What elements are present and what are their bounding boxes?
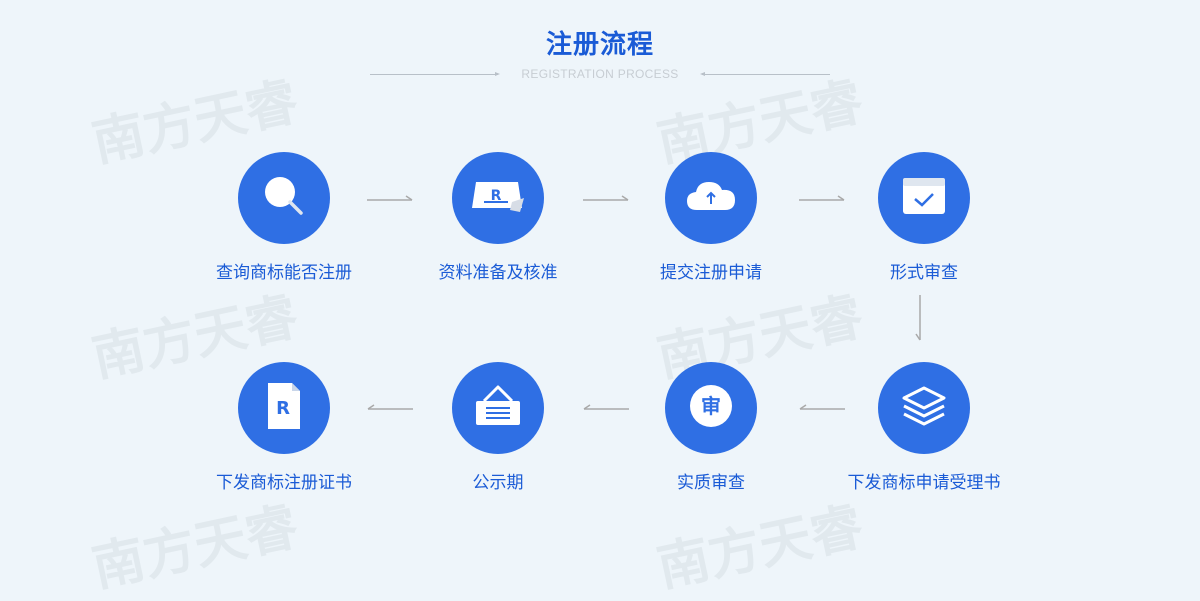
arrow-left-icon xyxy=(367,404,413,410)
review-seal-icon: 审 xyxy=(687,382,735,434)
step-label: 查询商标能否注册 xyxy=(216,263,352,283)
step-icon-circle xyxy=(878,362,970,454)
step-publication-period: 公示期 xyxy=(398,362,598,493)
watermark: 南方天睿 xyxy=(87,72,303,174)
step-label: 下发商标注册证书 xyxy=(216,473,352,493)
step-label: 实质审查 xyxy=(677,473,745,493)
step-label: 下发商标申请受理书 xyxy=(847,473,1001,493)
step-icon-circle xyxy=(452,362,544,454)
page-title: 注册流程 xyxy=(545,30,654,60)
step-icon-circle xyxy=(238,152,330,244)
arrow-left-icon xyxy=(799,404,845,410)
title-decoration-line-right xyxy=(700,72,830,76)
watermark-brand: 南方天睿 xyxy=(87,496,304,599)
step-issue-registration-certificate: R 下发商标注册证书 xyxy=(184,362,384,493)
step-issue-acceptance-notice: 下发商标申请受理书 xyxy=(824,362,1024,493)
step-icon-circle: R xyxy=(452,152,544,244)
title-decoration-line-left xyxy=(370,72,500,76)
notice-board-icon xyxy=(472,383,524,433)
cloud-upload-icon xyxy=(683,176,739,220)
step-prepare-materials: R 资料准备及核准 xyxy=(398,152,598,283)
step-icon-circle: 审 xyxy=(665,362,757,454)
step-icon-circle xyxy=(878,152,970,244)
page-subtitle: REGISTRATION PROCESS xyxy=(521,67,679,81)
step-label: 资料准备及核准 xyxy=(438,263,558,283)
watermark: 南方天睿 xyxy=(652,287,868,389)
layers-icon xyxy=(900,384,948,432)
registered-card-icon: R xyxy=(470,176,526,220)
watermark: 南方天睿 xyxy=(87,497,303,599)
step-formal-review: 形式审查 xyxy=(824,152,1024,283)
step-label: 形式审查 xyxy=(890,263,958,283)
watermark: 南方天睿 xyxy=(652,72,868,174)
document-r-text: R xyxy=(276,398,290,419)
registered-document-icon: R xyxy=(264,381,304,435)
step-search-trademark: 查询商标能否注册 xyxy=(184,152,384,283)
step-label: 提交注册申请 xyxy=(660,263,762,283)
watermark: 南方天睿 xyxy=(652,497,868,599)
watermark: 南方天睿 xyxy=(87,287,303,389)
arrow-left-icon xyxy=(583,404,629,410)
checkbox-window-icon xyxy=(901,176,947,220)
step-icon-circle: R xyxy=(238,362,330,454)
search-icon xyxy=(259,171,309,225)
arrow-down-icon xyxy=(915,295,921,341)
watermark-brand: 南方天睿 xyxy=(652,496,869,599)
step-substantive-review: 审 实质审查 xyxy=(611,362,811,493)
step-submit-application: 提交注册申请 xyxy=(611,152,811,283)
review-seal-text: 审 xyxy=(701,394,721,418)
arrow-right-icon xyxy=(583,195,629,201)
svg-text:R: R xyxy=(491,188,502,204)
step-label: 公示期 xyxy=(472,473,524,493)
arrow-right-icon xyxy=(367,195,413,201)
step-icon-circle xyxy=(665,152,757,244)
arrow-right-icon xyxy=(799,195,845,201)
